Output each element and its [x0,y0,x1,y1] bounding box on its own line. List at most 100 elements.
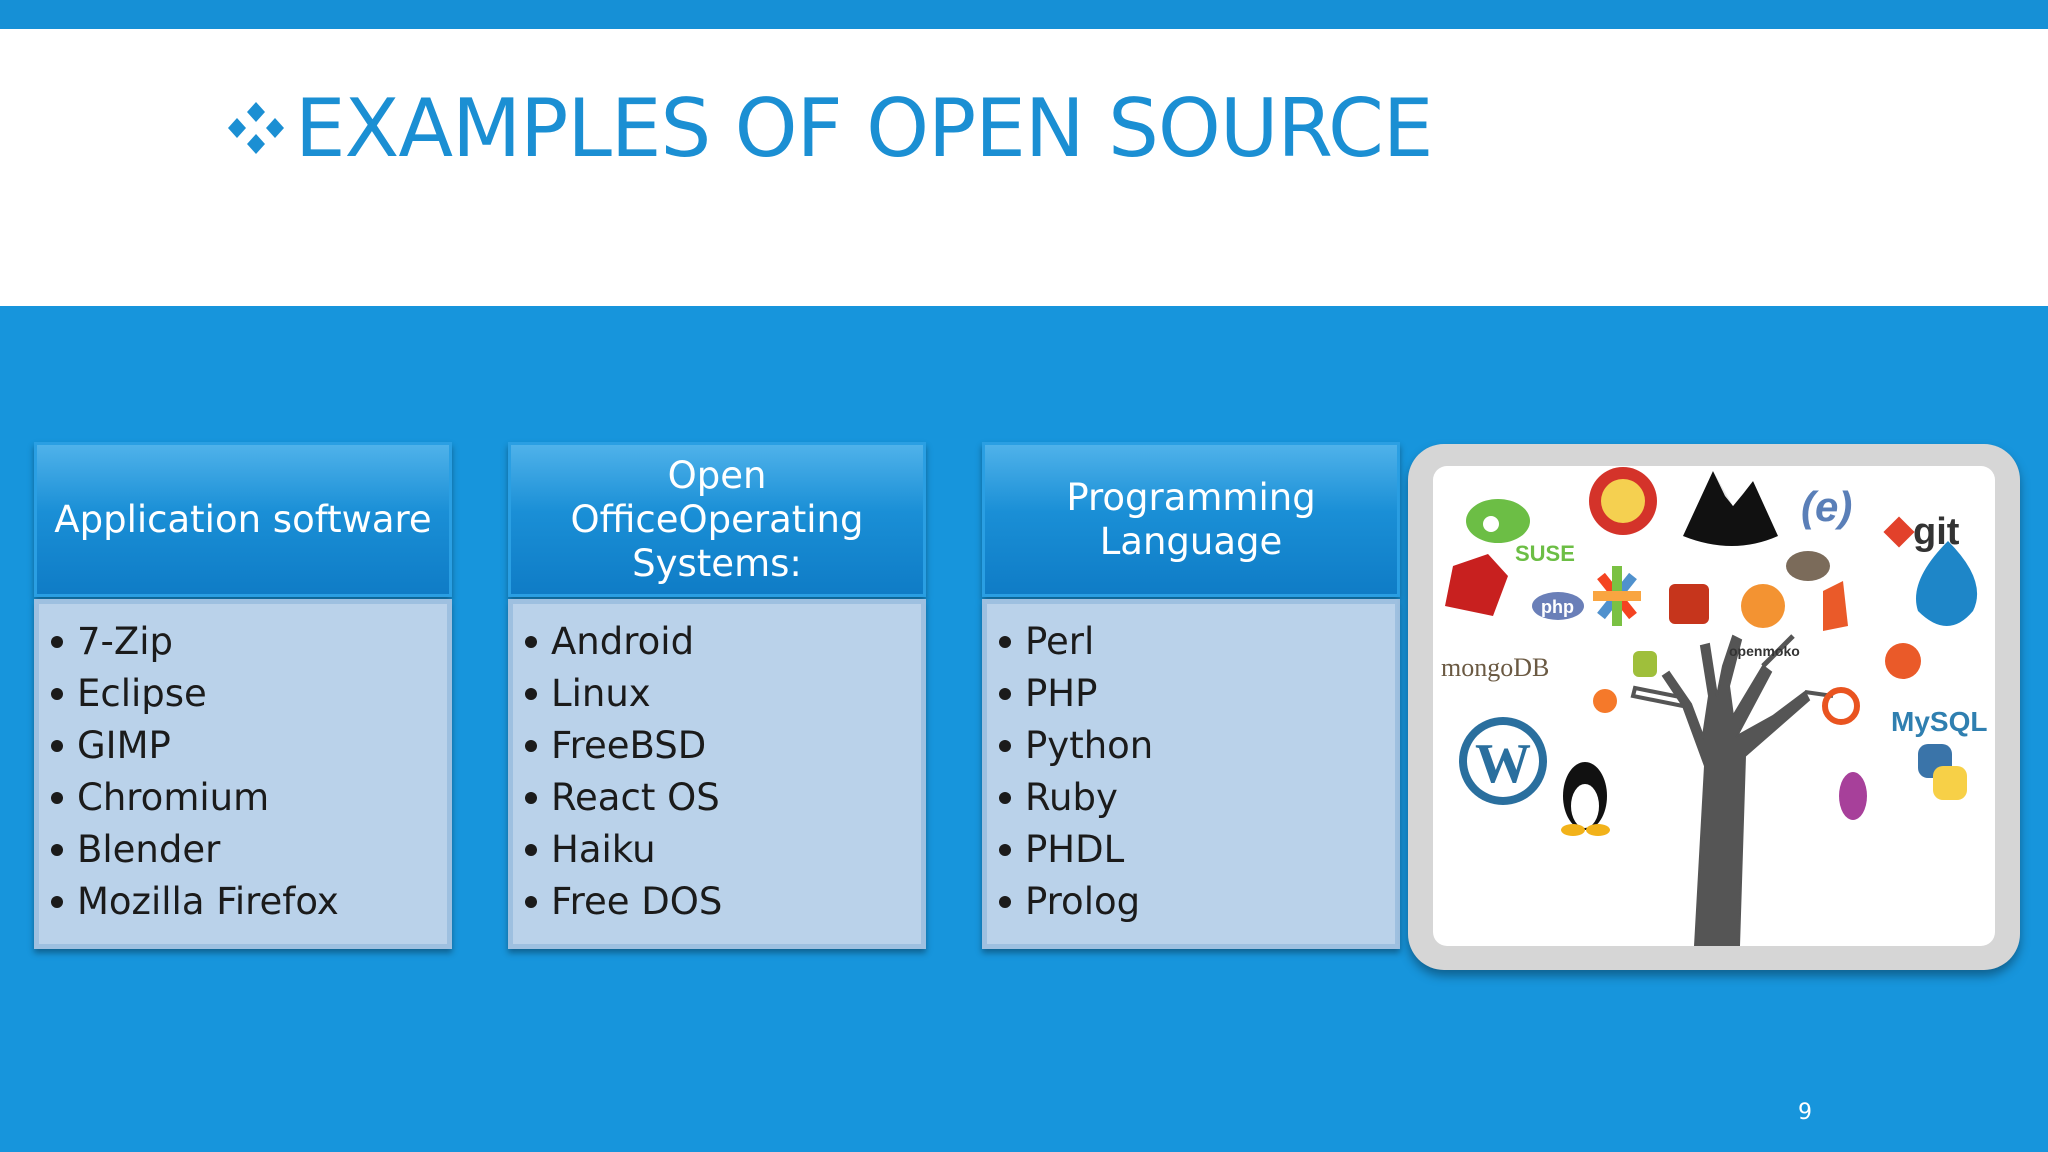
logo-collage-drawing: SUSE (e) git php [1441,467,1987,946]
bullet-icon [51,688,63,700]
list-item-label: 7-Zip [77,620,174,663]
bullet-icon [525,636,537,648]
list-item-label: Haiku [551,828,656,871]
puzzle-logo-icon [1885,643,1921,679]
list-item: Prolog [999,876,1395,928]
openmoko-label: openmoko [1729,643,1800,659]
column-header: Programming Language [982,442,1400,597]
column-operating-systems: Open OfficeOperating Systems: Android Li… [508,442,926,949]
slide-title: EXAMPLES OF OPEN SOURCE [223,78,1433,178]
bullet-icon [51,740,63,752]
red-seal-center-icon [1601,479,1645,523]
blender-logo-icon [1593,689,1617,713]
magento-logo-icon [1823,581,1848,631]
item-list: Android Linux FreeBSD React OS Haiku Fre… [525,616,921,928]
top-bar [0,0,2048,29]
list-item: Linux [525,668,921,720]
bullet-icon [999,688,1011,700]
bullet-icon [999,792,1011,804]
list-item: Android [525,616,921,668]
svg-text:W: W [1475,733,1531,795]
list-item-label: FreeBSD [551,724,707,767]
column-application-software: Application software 7-Zip Eclipse GIMP … [34,442,452,949]
list-item: 7-Zip [51,616,447,668]
bullet-icon [525,844,537,856]
bullet-icon [51,844,63,856]
list-item: Ruby [999,772,1395,824]
suse-label: SUSE [1515,541,1575,566]
list-item: GIMP [51,720,447,772]
bullet-icon [525,740,537,752]
list-item-label: GIMP [77,724,171,767]
php-logo-icon [1532,592,1584,620]
ubuntu-logo-icon [1822,687,1860,725]
drupal-logo-icon [1916,541,1978,626]
column-header: Open OfficeOperating Systems: [508,442,926,597]
gimp-logo-icon [1786,551,1830,581]
column-programming-language: Programming Language Perl PHP Python Rub… [982,442,1400,949]
php-label: php [1541,597,1574,617]
opensuse-logo-icon: SUSE [1466,499,1575,566]
column-header: Application software [34,442,452,597]
list-item-label: Perl [1025,620,1095,663]
list-item-label: Prolog [1025,880,1141,923]
bullet-icon [525,688,537,700]
column-body: Android Linux FreeBSD React OS Haiku Fre… [508,599,926,949]
list-item: Python [999,720,1395,772]
bullet-icon [999,896,1011,908]
diamond-bullet-icon [228,102,284,154]
list-item: Perl [999,616,1395,668]
page-number: 9 [1798,1100,1812,1125]
xampp-logo-icon [1741,584,1785,628]
bullet-icon [51,636,63,648]
list-item: PHDL [999,824,1395,876]
list-item-label: Python [1025,724,1154,767]
bullet-icon [999,740,1011,752]
e-logo-label: (e) [1801,483,1852,530]
list-item-label: Linux [551,672,651,715]
bullet-icon [51,896,63,908]
list-item: Mozilla Firefox [51,876,447,928]
list-item: Haiku [525,824,921,876]
open-source-logos-image: SUSE (e) git php [1408,444,2020,970]
android-logo-icon [1633,651,1657,677]
list-item-label: Eclipse [77,672,207,715]
logo-collage: SUSE (e) git php [1433,466,1995,946]
title-band [0,29,2048,306]
list-item-label: PHDL [1025,828,1125,871]
joomla-logo-icon [1593,566,1641,626]
list-item-label: Free DOS [551,880,723,923]
list-item-label: Chromium [77,776,270,819]
inkscape-logo-icon [1683,471,1778,546]
mongodb-label: mongoDB [1441,653,1549,682]
slide-title-text: EXAMPLES OF OPEN SOURCE [295,81,1433,175]
list-item: Blender [51,824,447,876]
list-item: PHP [999,668,1395,720]
bullet-icon [999,636,1011,648]
list-item-label: PHP [1025,672,1098,715]
item-list: Perl PHP Python Ruby PHDL Prolog [999,616,1395,928]
list-item: FreeBSD [525,720,921,772]
column-body: 7-Zip Eclipse GIMP Chromium Blender Mozi… [34,599,452,949]
list-item-label: Mozilla Firefox [77,880,339,923]
ruby-logo-icon [1445,554,1508,616]
tree-icon [1630,634,1834,946]
mysql-label: MySQL [1891,706,1987,737]
app-logo-icon [1669,584,1709,624]
bullet-icon [525,792,537,804]
item-list: 7-Zip Eclipse GIMP Chromium Blender Mozi… [51,616,447,928]
column-body: Perl PHP Python Ruby PHDL Prolog [982,599,1400,949]
bullet-icon [525,896,537,908]
bird-logo-icon [1839,772,1867,820]
python-logo-icon [1918,744,1967,800]
list-item: React OS [525,772,921,824]
list-item: Eclipse [51,668,447,720]
list-item-label: Android [551,620,695,663]
bullet-icon [51,792,63,804]
list-item: Chromium [51,772,447,824]
bullet-icon [999,844,1011,856]
list-item: Free DOS [525,876,921,928]
list-item-label: Ruby [1025,776,1118,819]
list-item-label: React OS [551,776,720,819]
